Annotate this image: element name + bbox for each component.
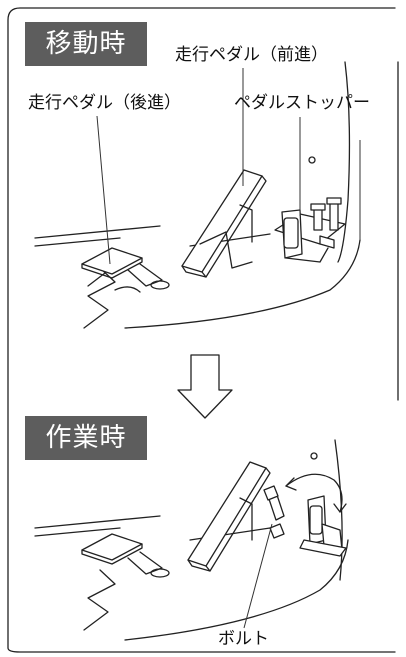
floor-front-edge [124, 239, 361, 329]
forward-pedal-plate [181, 169, 263, 273]
forward-pedal-callout: 走行ペダル（前進） [175, 45, 328, 65]
figure-frame [7, 7, 396, 653]
machine-body-outline [337, 61, 351, 263]
reverse-pedal-callout: 走行ペダル（後進） [28, 93, 181, 113]
reverse-pedal-plate [81, 247, 143, 275]
moving-section-label: 移動時 [25, 22, 147, 66]
moving-scene-drawing [34, 61, 399, 401]
transition-arrow-icon [177, 354, 233, 419]
bolt-callout: ボルト [218, 629, 269, 649]
rotation-arrow-icon [285, 473, 343, 513]
pedal-stopper-callout: ペダルストッパー [234, 93, 370, 113]
pedal-stopper-drawing [274, 156, 346, 263]
rotated-stopper-drawing [299, 452, 347, 557]
working-section-label: 作業時 [25, 416, 147, 460]
leader-reverse-pedal [96, 115, 111, 265]
leader-bolt [243, 523, 273, 629]
working-scene-drawing [34, 439, 349, 641]
bolt-drawing [263, 485, 285, 539]
floor-line [34, 225, 161, 239]
